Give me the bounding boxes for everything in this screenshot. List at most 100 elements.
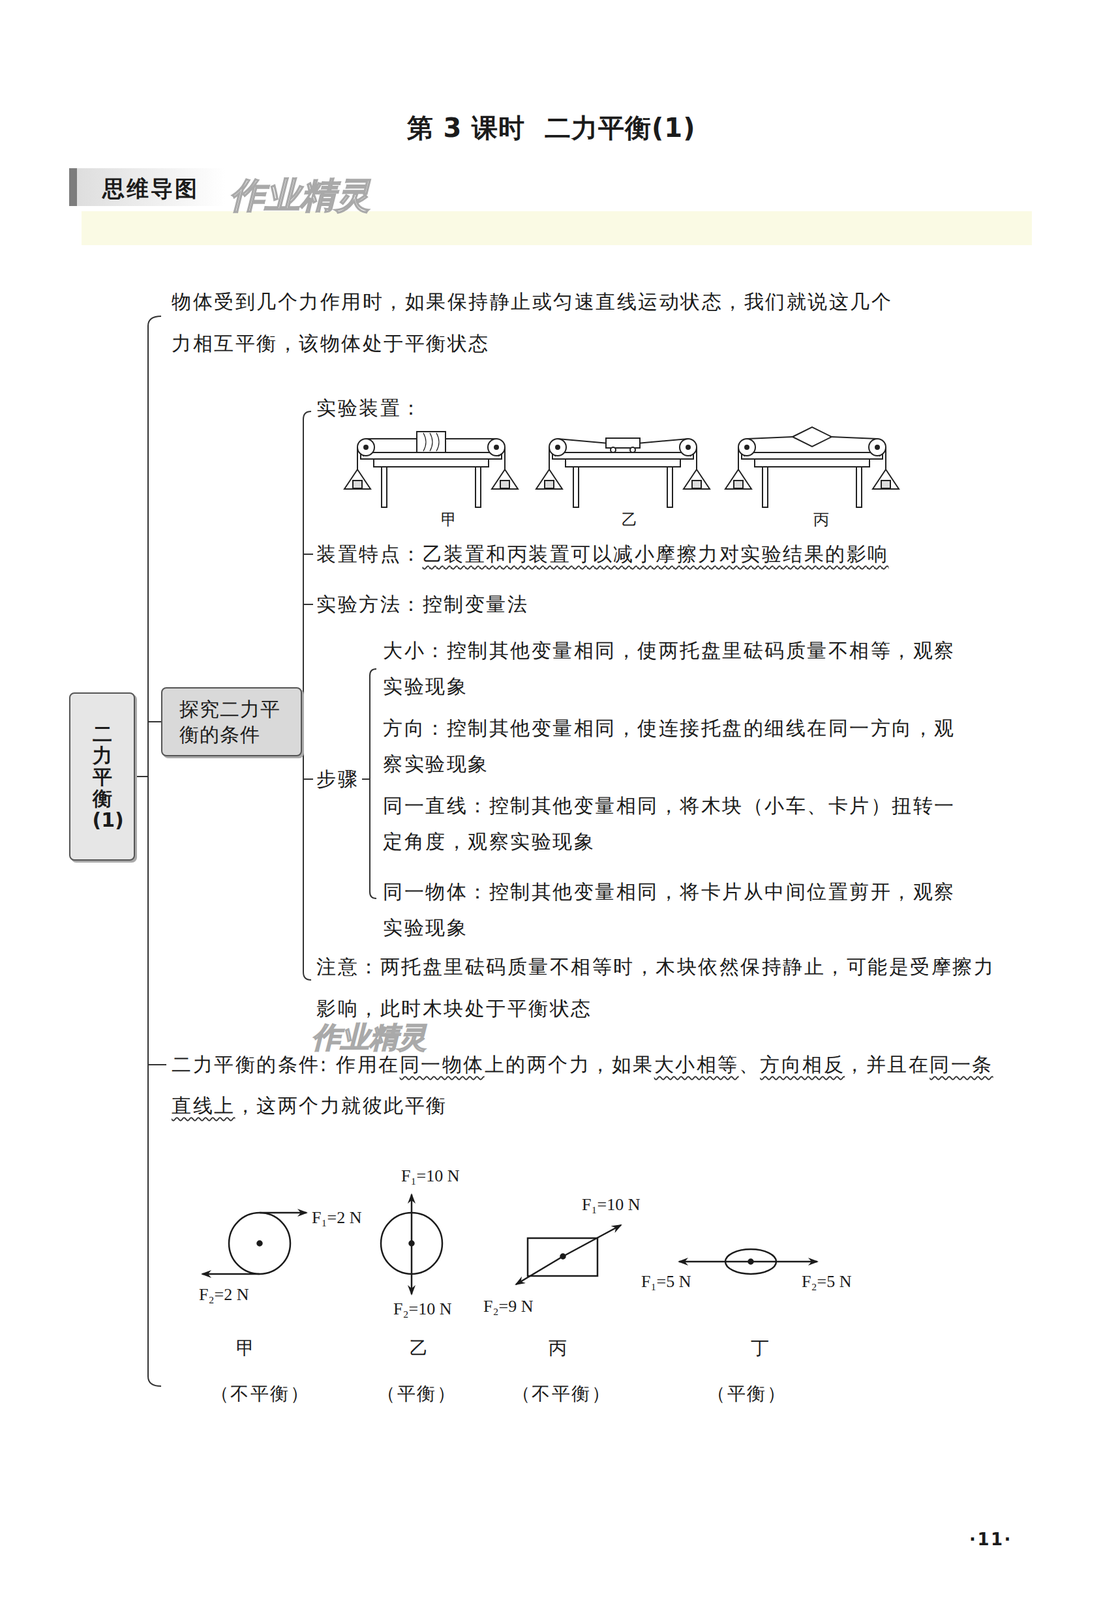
caption-text: （平衡）: [707, 1382, 787, 1406]
caption-text: （不平衡）: [512, 1382, 612, 1406]
key-phrase: 同一物体: [399, 1053, 485, 1077]
table-apron: [754, 459, 870, 468]
wood-block: [416, 431, 446, 453]
wheel-body: [228, 1213, 291, 1275]
wood-grain: [436, 433, 439, 452]
pulley-axle: [363, 445, 368, 450]
center-dot: [257, 1241, 263, 1247]
string: [548, 447, 550, 470]
pulley: [487, 438, 505, 456]
table-leg: [475, 467, 481, 508]
caption-text: 实验装置：: [316, 395, 423, 421]
apparatus: [536, 438, 710, 508]
bracket-tick: [148, 1064, 167, 1066]
caption-text: （平衡）: [377, 1382, 457, 1406]
table-leg: [381, 467, 387, 508]
table-top: [360, 452, 502, 460]
table-apron: [373, 459, 489, 468]
watermark: 作业精灵: [229, 173, 371, 218]
force-arrow: [679, 1261, 751, 1264]
subtopic-box: 探究二力平衡的条件: [161, 687, 303, 757]
weight: [881, 480, 891, 489]
cart-body: [605, 438, 640, 449]
note-text: 大小：控制其他变量相同，使两托盘里砝码质量不相等，观察实验现象: [382, 632, 963, 705]
string: [737, 447, 740, 470]
card: [792, 427, 832, 447]
pulley-axle: [744, 445, 749, 450]
string: [637, 438, 689, 444]
string: [504, 447, 506, 470]
pan: [725, 469, 752, 490]
table-leg: [856, 467, 862, 508]
caption-text: 丙: [813, 510, 832, 530]
string: [557, 438, 609, 444]
force-arrow: [750, 1261, 818, 1264]
caption-text: 乙: [409, 1337, 430, 1360]
string: [365, 438, 417, 440]
cart-wheel: [630, 447, 636, 453]
pan: [491, 469, 518, 490]
table-apron: [565, 459, 681, 468]
pan: [683, 469, 710, 490]
key-phrase: 方向相反: [759, 1053, 845, 1077]
condition-statement: 二力平衡的条件: 作用在同一物体上的两个力，如果大小相等、方向相反，并且在同一条…: [171, 1044, 994, 1127]
statement-text: 二力平衡的条件: 作用在: [171, 1053, 400, 1077]
string: [885, 447, 887, 470]
force-arrow: [562, 1225, 621, 1257]
pulley: [868, 438, 886, 456]
force-label: F₁=10 N: [401, 1166, 460, 1188]
string: [831, 437, 878, 439]
force-label: F₂=10 N: [393, 1299, 452, 1321]
pan: [536, 469, 563, 490]
pan: [872, 469, 899, 490]
table-leg: [762, 467, 768, 508]
caption-text: 丙: [548, 1337, 569, 1360]
force-arrow: [202, 1273, 260, 1276]
pulley: [679, 438, 697, 456]
caption-text: （不平衡）: [210, 1382, 311, 1406]
statement-text: 、: [739, 1053, 761, 1077]
page-title: 第 3 课时 二力平衡(1): [407, 111, 696, 145]
section-heading: 思维导图: [102, 174, 199, 203]
weight: [500, 480, 510, 489]
table-leg: [667, 467, 673, 508]
header-band: [81, 211, 1032, 246]
header-ground: [69, 168, 226, 207]
weight: [692, 480, 702, 489]
key-phrase: 乙装置和丙装置可以减小摩擦力对实验结果的影响: [422, 542, 890, 566]
pan: [344, 469, 371, 490]
connector: [135, 722, 162, 777]
weight: [733, 480, 743, 489]
force-label: F₂=2 N: [198, 1284, 249, 1307]
string: [445, 438, 497, 440]
step-bracket: [369, 669, 377, 899]
header-bar: [69, 168, 77, 207]
apparatus: [344, 431, 518, 508]
force-arrow: [515, 1256, 563, 1285]
force-label: F₁=2 N: [311, 1208, 362, 1230]
weight: [352, 480, 363, 489]
statement-text: ，这两个力就彼此平衡: [235, 1094, 448, 1118]
watermark: 作业精灵: [311, 1019, 427, 1056]
feature-note: 装置特点：乙装置和丙装置可以减小摩擦力对实验结果的影响: [316, 541, 890, 568]
topic-text: 二力平衡(1): [92, 723, 113, 832]
caption-text: 乙: [621, 510, 640, 530]
statement-text: 装置特点：: [316, 542, 423, 566]
force-arrow: [410, 1243, 413, 1295]
string: [746, 437, 793, 439]
force-arrow: [259, 1212, 307, 1215]
pulley-axle: [494, 445, 499, 450]
apparatus: [725, 427, 899, 508]
note-text: 同一直线：控制其他变量相同，将木块（小车、卡片）扭转一定角度，观察实验现象: [382, 787, 963, 860]
root-bracket: [148, 316, 162, 1387]
string: [356, 447, 359, 470]
pulley-axle: [555, 445, 560, 450]
weight: [544, 480, 554, 489]
force-label: F₂=5 N: [801, 1271, 852, 1294]
pulley-axle: [686, 445, 691, 450]
note-text: 同一物体：控制其他变量相同，将卡片从中间位置剪开，观察实验现象: [382, 874, 963, 946]
caption-text: 实验方法：控制变量法: [316, 592, 529, 618]
note-text: 注意：两托盘里砝码质量不相等时，木块依然保持静止，可能是受摩擦力影响，此时木块处…: [316, 946, 1002, 1030]
apparatus-drawings: [344, 427, 899, 508]
force-arrow: [410, 1194, 413, 1244]
